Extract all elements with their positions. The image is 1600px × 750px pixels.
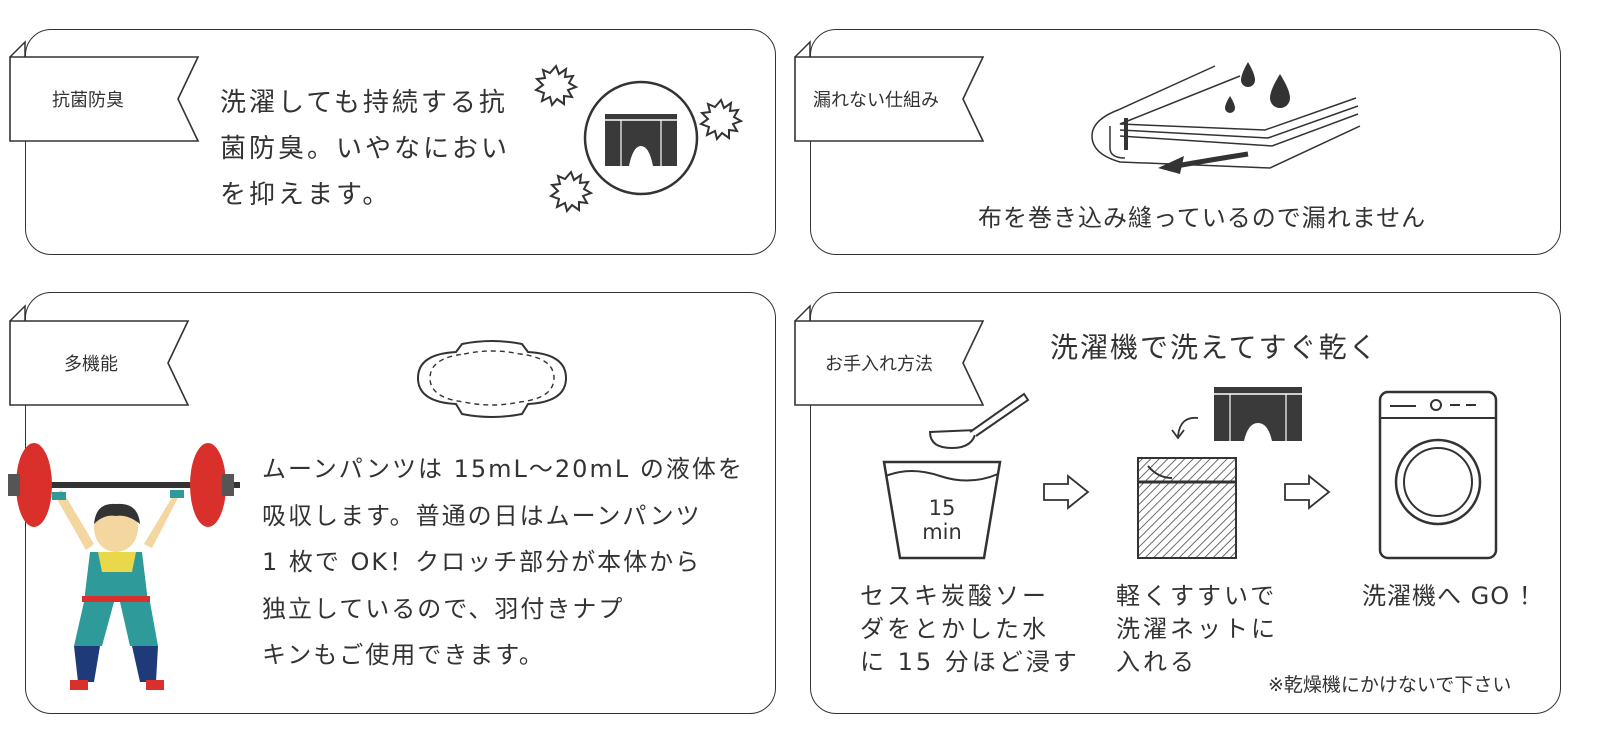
bucket-icon	[882, 460, 1002, 560]
antibacterial-text: 洗濯しても持続する抗 菌防臭。いやなにおい を抑えます。	[220, 88, 511, 210]
tag-label: お手入れ方法	[825, 354, 933, 375]
arrow-right-icon	[1043, 474, 1090, 510]
scoop-icon	[928, 392, 1030, 450]
germ-icon	[533, 64, 579, 108]
boxer-shorts-icon	[1214, 387, 1302, 441]
tag-label: 漏れない仕組み	[813, 90, 939, 111]
bucket-timer-unit: min	[922, 520, 962, 544]
bucket-timer-number: 15	[928, 496, 956, 520]
tag-ribbon-icon	[9, 40, 200, 142]
tag-ribbon-icon	[9, 304, 190, 406]
care-title: 洗濯機で洗えてすぐ乾く	[1050, 331, 1379, 364]
tag-label: 多機能	[64, 354, 118, 375]
multifunction-text: ムーンパンツは 15mL〜20mL の液体を 吸収します。普通の日はムーンパンツ…	[262, 455, 744, 669]
boxer-shorts-circle-icon	[583, 80, 699, 196]
laundry-net-icon	[1137, 457, 1237, 559]
tag-ribbon-icon	[794, 304, 985, 406]
winged-pad-icon	[416, 340, 568, 418]
arrow-right-icon	[1284, 474, 1331, 510]
weightlifter-illustration-icon	[8, 443, 240, 690]
rolled-seam-diagram-icon	[1091, 62, 1361, 174]
dryer-warning-note: ※乾燥機にかけないで下さい	[1268, 674, 1512, 696]
insert-arrow-icon	[1171, 416, 1199, 440]
multifunction-tag: 多機能	[9, 304, 190, 406]
care-tag: お手入れ方法	[794, 304, 985, 406]
tag-label: 抗菌防臭	[52, 90, 124, 111]
step3-text: 洗濯機へ GO ！	[1362, 582, 1544, 610]
step1-text: セスキ炭酸ソー ダをとかした水 に 15 分ほど浸す	[860, 582, 1080, 676]
leakproof-tag: 漏れない仕組み	[794, 40, 985, 142]
tag-ribbon-icon	[794, 40, 985, 142]
washing-machine-icon	[1378, 390, 1498, 560]
germ-icon	[698, 98, 744, 142]
germ-icon	[548, 170, 594, 214]
leakproof-caption: 布を巻き込み縫っているので漏れません	[978, 204, 1427, 232]
step2-text: 軽くすすいで 洗濯ネットに 入れる	[1116, 582, 1278, 676]
antibacterial-tag: 抗菌防臭	[9, 40, 200, 142]
